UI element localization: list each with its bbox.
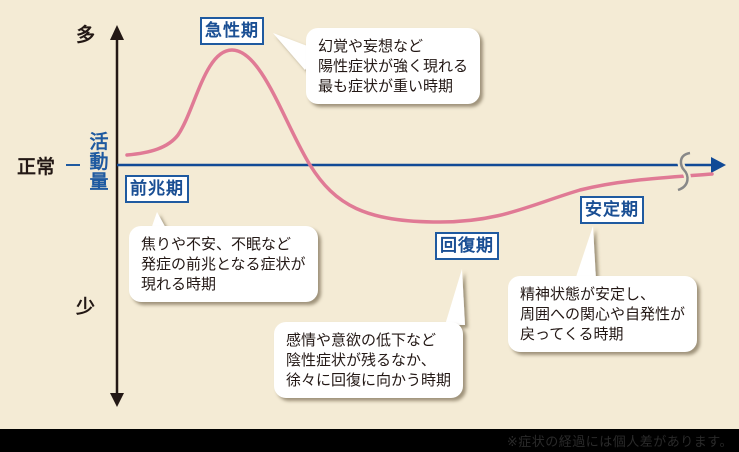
- diagram-canvas: 多 少 正常 活 動 量 急性期 前兆期 回復期 安定期 幻覚や妄想など 陽性症…: [0, 0, 739, 429]
- bubble-acute: 幻覚や妄想など 陽性症状が強く現れる 最も症状が重い時期: [306, 28, 481, 104]
- arrow-right-icon: [711, 157, 726, 173]
- phase-label-recovery: 回復期: [435, 232, 499, 260]
- bubble-stable: 精神状態が安定し、 周囲への関心や自発性が 戻ってくる時期: [508, 276, 698, 352]
- phase-label-stable: 安定期: [580, 196, 644, 224]
- y-axis-title: 活 動 量: [89, 131, 109, 193]
- bubble-prodromal: 焦りや不安、不眠など 発症の前兆となる症状が 現れる時期: [129, 226, 318, 302]
- arrow-up-icon: [110, 25, 124, 40]
- axis-normal-label: 正常: [17, 156, 56, 178]
- bubble-recovery: 感情や意欲の低下など 陰性症状が残るなか、 徐々に回復に向かう時期: [274, 322, 464, 398]
- axis-bottom-label: 少: [76, 296, 96, 318]
- normal-baseline: [66, 157, 726, 173]
- phase-label-acute: 急性期: [200, 17, 264, 45]
- arrow-down-icon: [110, 393, 124, 407]
- footer-note: ※症状の経過には個人差があります。: [506, 435, 733, 450]
- axis-top-label: 多: [76, 24, 96, 46]
- axis-break-icon: [676, 149, 691, 194]
- tail-stable: [575, 226, 596, 280]
- footer-bar: ※症状の経過には個人差があります。: [0, 429, 739, 452]
- activity-curve: [125, 48, 714, 224]
- phase-label-prodromal: 前兆期: [125, 175, 189, 203]
- tail-recovery: [445, 269, 465, 325]
- y-axis: [110, 25, 124, 407]
- chart-svg: [66, 25, 726, 407]
